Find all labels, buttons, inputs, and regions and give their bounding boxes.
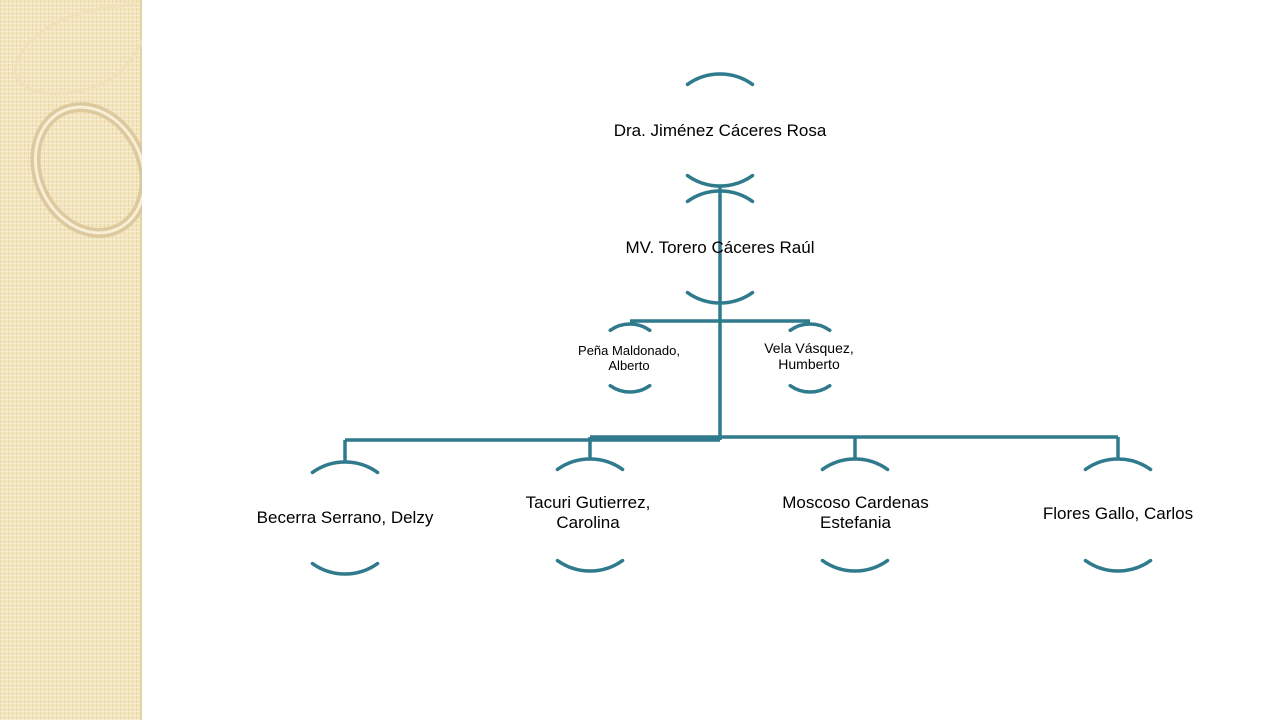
node-root-arcs: [685, 72, 755, 188]
node-assistant-2-label: Vela Vásquez, Humberto: [764, 339, 854, 372]
node-staff-2-label: Tacuri Gutierrez, Carolina: [525, 493, 651, 532]
node-staff-3-label: Moscoso Cardenas Estefania: [782, 493, 929, 532]
node-second-label: MV. Torero Cáceres Raúl: [625, 238, 815, 258]
node-staff-1-arcs: [310, 460, 380, 576]
node-staff-4-arcs: [1083, 457, 1153, 573]
node-staff-3-arcs: [820, 457, 890, 573]
swirl-ornament-icon: [14, 3, 142, 238]
connector-lines: [343, 185, 1120, 462]
node-assistant-2-arcs: [788, 322, 832, 394]
node-staff-2-arcs: [555, 457, 625, 573]
node-staff-1-label: Becerra Serrano, Delzy: [256, 508, 434, 528]
node-assistant-1-label: Peña Maldonado, Alberto: [578, 343, 680, 373]
decorative-side-strip: [0, 0, 142, 720]
node-arcs: [310, 72, 1153, 576]
node-second-arcs: [685, 189, 755, 305]
node-staff-4-label: Flores Gallo, Carlos: [1042, 504, 1194, 524]
node-assistant-1-arcs: [608, 322, 652, 394]
node-root-label: Dra. Jiménez Cáceres Rosa: [613, 121, 827, 141]
